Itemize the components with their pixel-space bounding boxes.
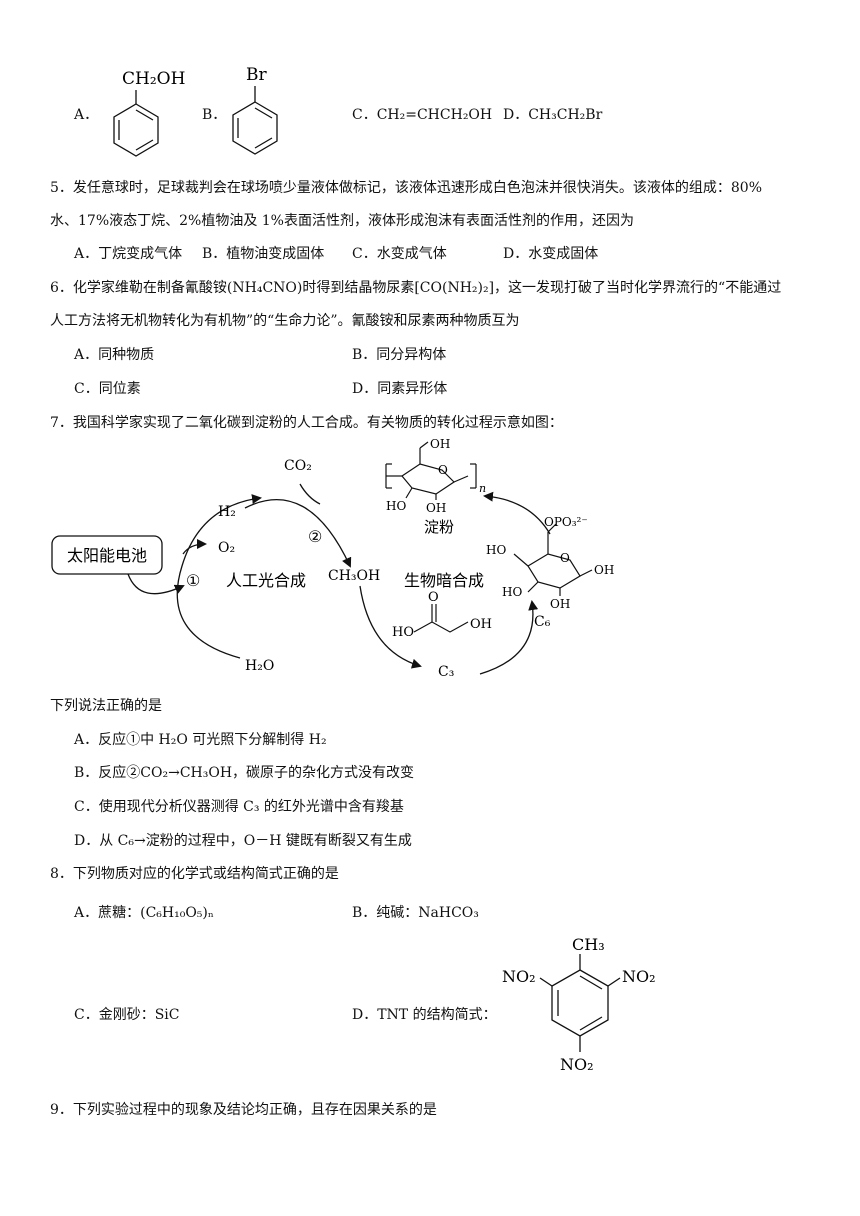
- q7-option-a: A．反应①中 H₂O 可光照下分解制得 H₂: [74, 732, 327, 748]
- starch-oh-top: OH: [430, 437, 450, 451]
- q6-option-d: D．同素异形体: [352, 381, 448, 397]
- q5-option-b: B．植物油变成固体: [202, 246, 325, 262]
- tnt-structure: CH₃ NO₂ NO₂ NO₂: [502, 935, 656, 1074]
- solar-cell-label: 太阳能电池: [67, 546, 147, 565]
- h2-label: H₂: [218, 504, 236, 520]
- q8-option-d: D．TNT 的结构简式：: [352, 1007, 497, 1023]
- q4-b-label: B．: [202, 107, 227, 123]
- q7-stem: 7．我国科学家实现了二氧化碳到淀粉的人工合成。有关物质的转化过程示意如图：: [50, 415, 563, 431]
- q7-option-b: B．反应②CO₂→CH₃OH，碳原子的杂化方式没有改变: [74, 765, 415, 781]
- c3-o: O: [428, 590, 439, 605]
- q8-option-b: B．纯碱：NaHCO₃: [352, 905, 479, 921]
- c6-ho-top: HO: [486, 543, 506, 557]
- ch3oh-label: CH₃OH: [328, 568, 380, 584]
- q6-stem-line2: 人工方法将无机物转化为有机物”的“生命力论”。氰酸铵和尿素两种物质互为: [50, 313, 520, 329]
- q8-option-a: A．蔗糖：(C₆H₁₀O₅)ₙ: [74, 905, 214, 921]
- q7-option-d: D．从 C₆→淀粉的过程中，O－H 键既有断裂又有生成: [74, 833, 412, 849]
- starch-oh-bottom: OH: [426, 501, 446, 515]
- q6-option-b: B．同分异构体: [352, 347, 447, 363]
- q8-stem: 8．下列物质对应的化学式或结构简式正确的是: [50, 866, 339, 882]
- q5-option-a: A．丁烷变成气体: [74, 246, 183, 262]
- q9-stem: 9．下列实验过程中的现象及结论均正确，且存在因果关系的是: [50, 1102, 437, 1118]
- q7-ask: 下列说法正确的是: [50, 698, 162, 714]
- c3-oh: OH: [470, 617, 492, 632]
- q5-stem-line2: 水、17%液态丁烷、2%植物油及 1%表面活性剂，液体形成泡沫有表面活性剂的作用…: [50, 213, 634, 229]
- tnt-no2-right: NO₂: [622, 967, 656, 986]
- c3-label: C₃: [438, 664, 454, 680]
- c3-ho: HO: [392, 625, 414, 640]
- starch-ho: HO: [386, 499, 406, 513]
- ch2oh-group: CH₂OH: [122, 69, 185, 89]
- q4-option-c: C．CH₂=CHCH₂OH: [352, 107, 493, 123]
- c6-label: C₆: [534, 614, 551, 630]
- starch-ring-o: O: [438, 463, 448, 477]
- c6-ho-bottom: HO: [502, 585, 522, 599]
- q6-stem-line1: 6．化学家维勒在制备氰酸铵(NH₄CNO)时得到结晶物尿素[CO(NH₂)₂]，…: [50, 280, 782, 296]
- starch-synthesis-diagram: 太阳能电池 H₂ O₂ H₂O CO₂ ① ② 人工光合成 CH₃OH 生物暗合…: [51, 437, 614, 680]
- tnt-no2-left: NO₂: [502, 967, 536, 986]
- co2-label: CO₂: [284, 458, 312, 474]
- bio-dark-synthesis-label: 生物暗合成: [404, 571, 484, 590]
- solar-cell-box: [51, 535, 163, 575]
- q6-option-a: A．同种物质: [74, 347, 155, 363]
- tnt-ch3: CH₃: [572, 935, 605, 954]
- c6-opo3: OPO₃²⁻: [544, 515, 588, 529]
- c6-oh-right: OH: [594, 563, 614, 577]
- q7-option-c: C．使用现代分析仪器测得 C₃ 的红外光谱中含有羧基: [74, 799, 404, 815]
- benzyl-alcohol-structure: CH₂OH: [113, 69, 185, 157]
- q5-option-c: C．水变成气体: [352, 246, 447, 262]
- tnt-no2-bottom: NO₂: [560, 1055, 594, 1074]
- artificial-photosynthesis-label: 人工光合成: [226, 571, 306, 590]
- step2-label: ②: [308, 527, 322, 546]
- q4-a-label: A．: [74, 107, 99, 123]
- q8-option-c: C．金刚砂：SiC: [74, 1007, 180, 1023]
- q5-stem-line1: 5．发任意球时，足球裁判会在球场喷少量液体做标记，该液体迅速形成白色泡沫并很快消…: [50, 180, 763, 196]
- step1-label: ①: [186, 571, 200, 590]
- br-group: Br: [246, 65, 267, 85]
- q6-option-c: C．同位素: [74, 381, 141, 397]
- q5-option-d: D．水变成固体: [503, 246, 599, 262]
- c6-ring-o: O: [560, 551, 570, 565]
- starch-label: 淀粉: [424, 518, 454, 536]
- starch-n: n: [479, 482, 486, 495]
- o2-label: O₂: [218, 540, 235, 556]
- bromobenzene-structure: Br: [232, 65, 278, 155]
- q4-option-d: D．CH₃CH₂Br: [503, 107, 603, 123]
- h2o-label: H₂O: [245, 658, 274, 674]
- c6-oh-bottom: OH: [550, 597, 570, 611]
